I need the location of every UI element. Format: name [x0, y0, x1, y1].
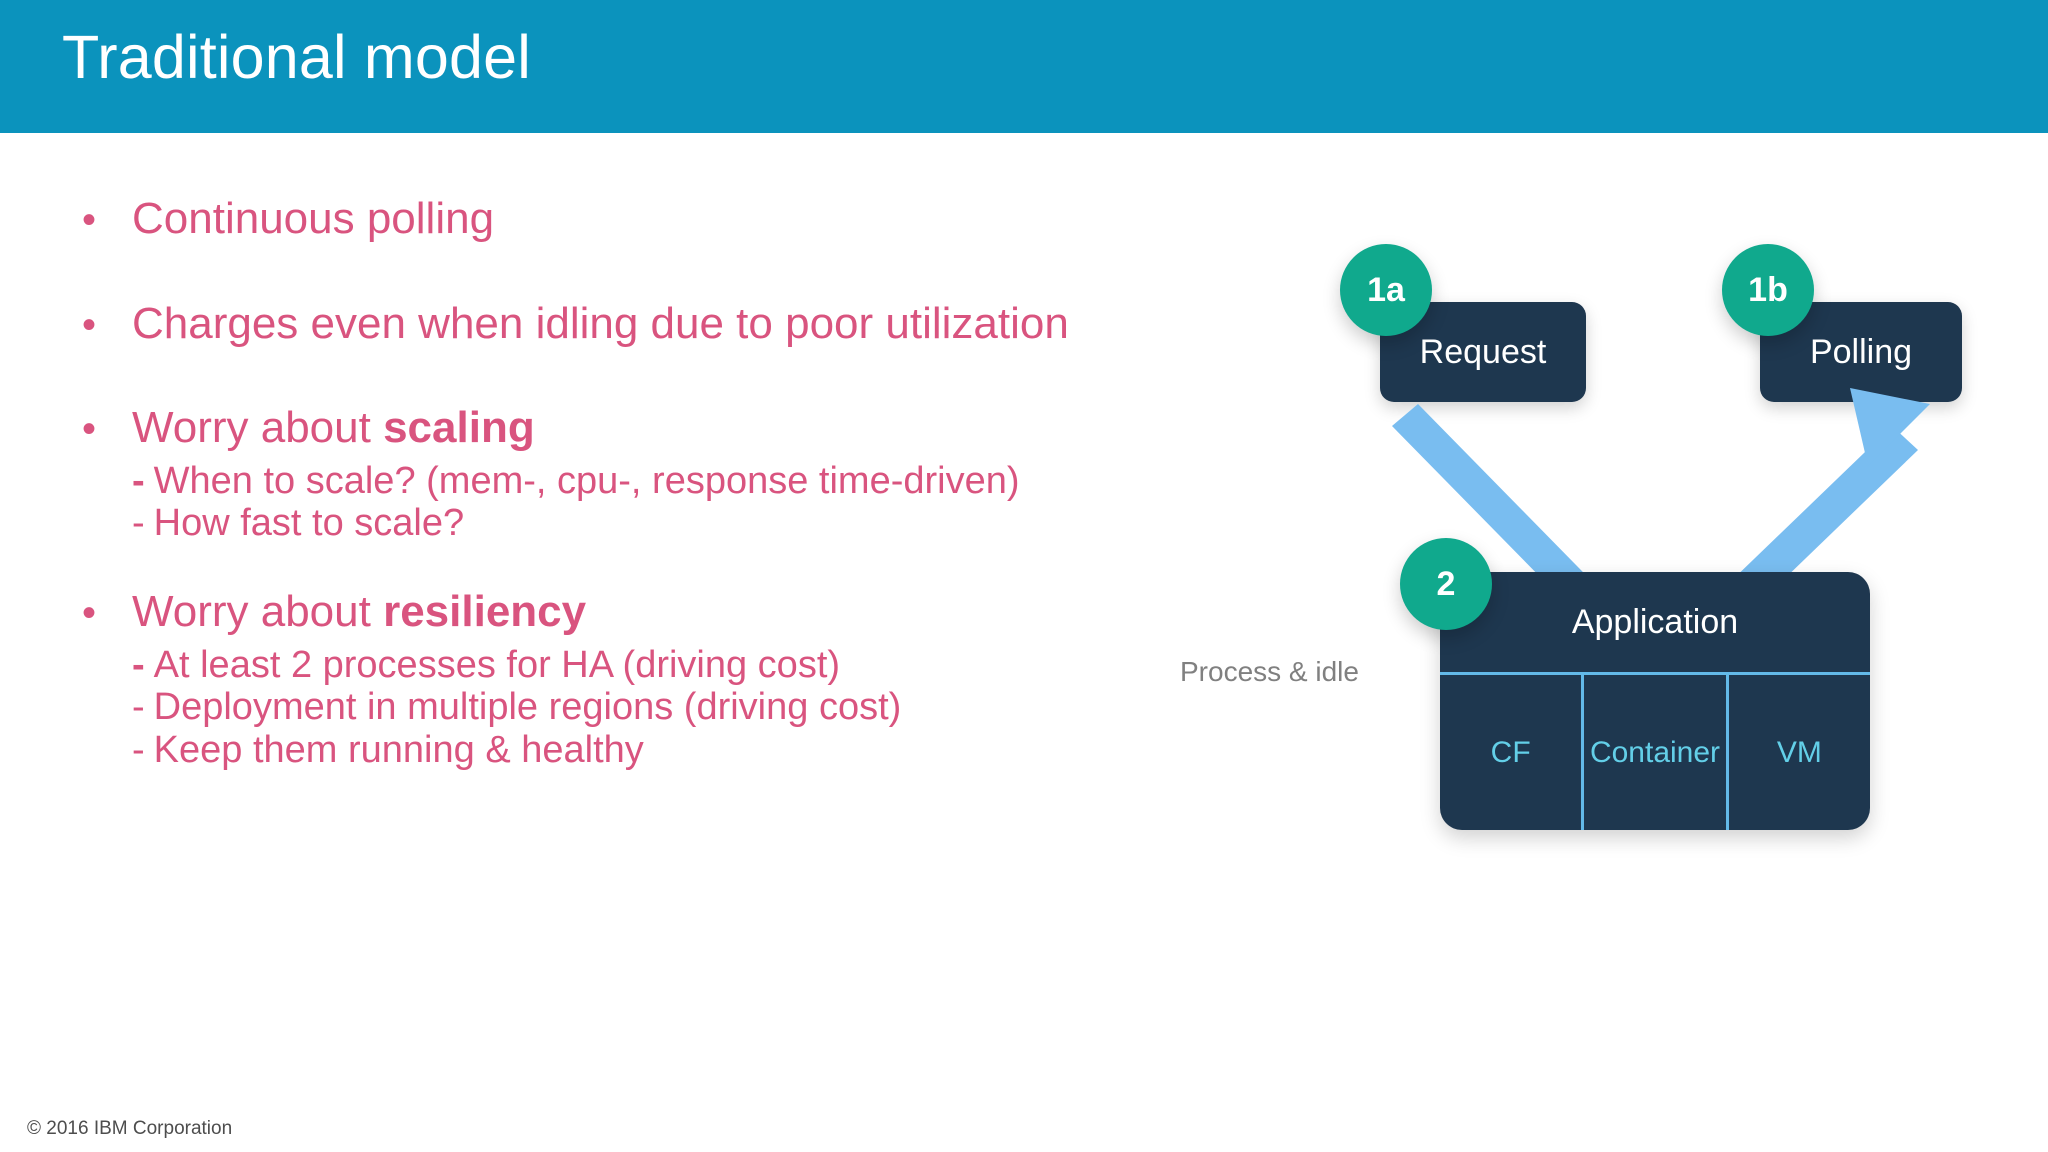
bullet-text-0: Continuous polling: [132, 194, 495, 243]
sub-item: - When to scale? (mem-, cpu-, response t…: [132, 460, 1250, 503]
sub-list-scaling: - When to scale? (mem-, cpu-, response t…: [132, 460, 1250, 545]
badge-1a: 1a: [1340, 244, 1432, 336]
sub-text: At least 2 processes for HA (driving cos…: [153, 643, 841, 686]
architecture-diagram: 1a Request 1b Polling 2 Application CF C…: [1180, 244, 2020, 1080]
footer-copyright: © 2016 IBM Corporation: [27, 1118, 233, 1139]
sub-list-resiliency: - At least 2 processes for HA (driving c…: [132, 644, 1250, 772]
application-title: Application: [1571, 602, 1739, 641]
sub-item: - Deployment in multiple regions (drivin…: [132, 686, 1250, 729]
bullet-marker-icon: •: [82, 590, 97, 635]
bullet-marker-icon: •: [82, 302, 97, 347]
process-idle-label: Process & idle: [1180, 656, 1359, 687]
badge-2-label: 2: [1436, 564, 1456, 603]
sub-dash-icon: -: [132, 728, 145, 771]
application-columns: CF Container VM: [1440, 675, 1870, 830]
sub-text: Deployment in multiple regions (driving …: [153, 686, 902, 729]
application-column-cf-label: CF: [1490, 735, 1531, 769]
node-application: Application CF Container VM: [1440, 572, 1870, 830]
application-column-cf: CF: [1440, 675, 1581, 830]
badge-2: 2: [1400, 538, 1492, 630]
node-polling-label: Polling: [1809, 332, 1913, 371]
bullet-marker-icon: •: [82, 407, 97, 452]
bullet-item-3: • Worry about resiliency - At least 2 pr…: [70, 586, 1250, 772]
sub-dash-icon: -: [132, 502, 145, 545]
sub-item: - At least 2 processes for HA (driving c…: [132, 644, 1250, 687]
bullet-item-2: • Worry about scaling - When to scale? (…: [70, 403, 1250, 545]
bullet-list: • Continuous polling • Charges even when…: [70, 194, 1250, 772]
application-column-container: Container: [1581, 675, 1725, 830]
page-title: Traditional model: [62, 23, 532, 91]
badge-1b-label: 1b: [1748, 270, 1788, 309]
badge-1a-label: 1a: [1367, 270, 1405, 309]
bullet-emphasis-resiliency: resiliency: [383, 586, 587, 636]
bullet-text-2: Worry about scaling: [132, 403, 535, 453]
application-column-vm: VM: [1725, 675, 1870, 830]
application-column-container-label: Container: [1589, 735, 1721, 769]
application-column-vm-label: VM: [1776, 735, 1822, 769]
header-bar: [0, 0, 2048, 133]
bullet-marker-icon: •: [82, 198, 97, 242]
bullet-emphasis-scaling: scaling: [383, 403, 535, 453]
sub-dash-icon: -: [132, 459, 145, 502]
bullet-text-3: Worry about resiliency: [132, 586, 587, 636]
sub-dash-icon: -: [132, 643, 145, 686]
sub-item: - How fast to scale?: [132, 502, 1250, 545]
sub-item: - Keep them running & healthy: [132, 729, 1250, 772]
sub-text: Keep them running & healthy: [153, 728, 644, 771]
sub-text: When to scale? (mem-, cpu-, response tim…: [153, 459, 1020, 502]
application-divider: [1440, 672, 1870, 675]
bullet-item-0: • Continuous polling: [70, 194, 1250, 243]
sub-dash-icon: -: [132, 686, 145, 729]
badge-1b: 1b: [1722, 244, 1814, 336]
bullet-text-1: Charges even when idling due to poor uti…: [132, 298, 1069, 348]
node-request-label: Request: [1419, 332, 1547, 371]
sub-text: How fast to scale?: [153, 502, 465, 545]
bullet-item-1: • Charges even when idling due to poor u…: [70, 298, 1250, 348]
